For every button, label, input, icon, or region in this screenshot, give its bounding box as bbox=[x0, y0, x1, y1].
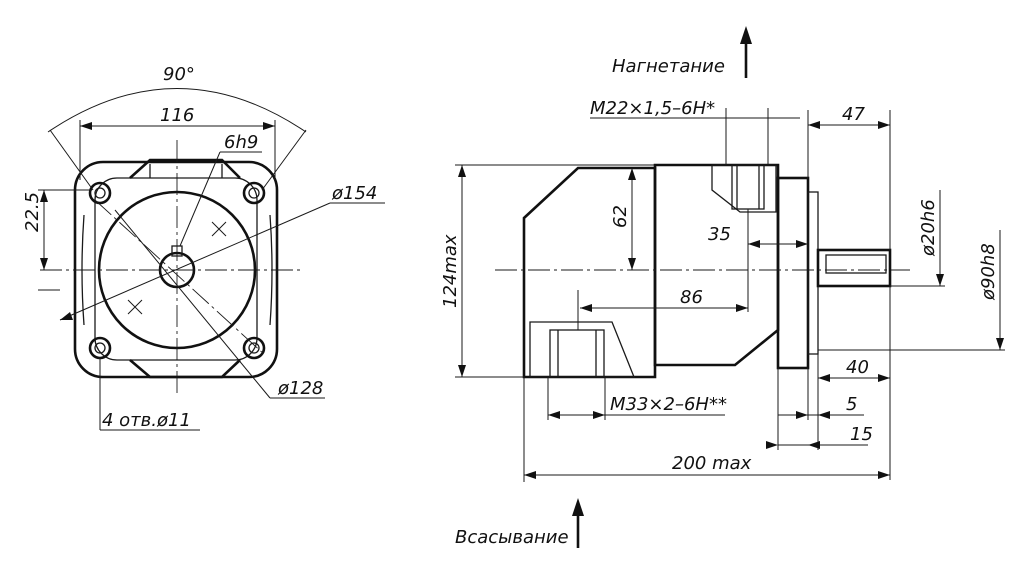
dim-5-label: 5 bbox=[846, 394, 857, 415]
front-top-boss bbox=[129, 158, 241, 179]
bolt-circle-label: ø128 bbox=[277, 378, 323, 399]
width-label: 116 bbox=[160, 105, 194, 126]
key-label: 6h9 bbox=[224, 132, 258, 153]
holes-label: 4 отв.ø11 bbox=[102, 410, 191, 431]
front-flange-inner bbox=[94, 177, 258, 361]
discharge-port-section bbox=[711, 164, 777, 213]
mounting-flange bbox=[776, 176, 810, 370]
front-bottom-boss bbox=[129, 359, 241, 379]
discharge-thread-label: М22×1,5–6Н* bbox=[590, 98, 715, 119]
dim-47-label: 47 bbox=[842, 104, 865, 125]
suction-thread-label: М33×2–6Н** bbox=[610, 394, 727, 415]
shaft bbox=[816, 248, 892, 288]
dim-62-label: 62 bbox=[610, 205, 631, 228]
suction-port-section bbox=[529, 321, 635, 378]
discharge-label: Нагнетание bbox=[612, 56, 725, 77]
pilot-dia-label: ø90h8 bbox=[978, 243, 999, 301]
dim-40-label: 40 bbox=[846, 357, 869, 378]
height-label: 124max bbox=[440, 234, 461, 308]
dim-86-label: 86 bbox=[680, 287, 703, 308]
angle-label: 90° bbox=[163, 64, 195, 85]
suction-label: Всасывание bbox=[455, 527, 569, 548]
flange-pilot bbox=[807, 191, 819, 355]
dim-15-label: 15 bbox=[850, 424, 873, 445]
shaft-dia-label: ø20h6 bbox=[918, 199, 939, 257]
offset-label: 22.5 bbox=[22, 192, 43, 232]
rear-cover bbox=[522, 166, 657, 379]
front-view: 90° 116 6h9 22.5 ø154 ø128 4 отв.ø11 bbox=[22, 64, 385, 431]
length-label: 200 max bbox=[672, 453, 752, 474]
side-view: Нагнетание М22×1,5–6Н* 47 bbox=[440, 26, 1005, 548]
outer-dia-label: ø154 bbox=[331, 183, 377, 204]
dim-35-label: 35 bbox=[708, 224, 731, 245]
